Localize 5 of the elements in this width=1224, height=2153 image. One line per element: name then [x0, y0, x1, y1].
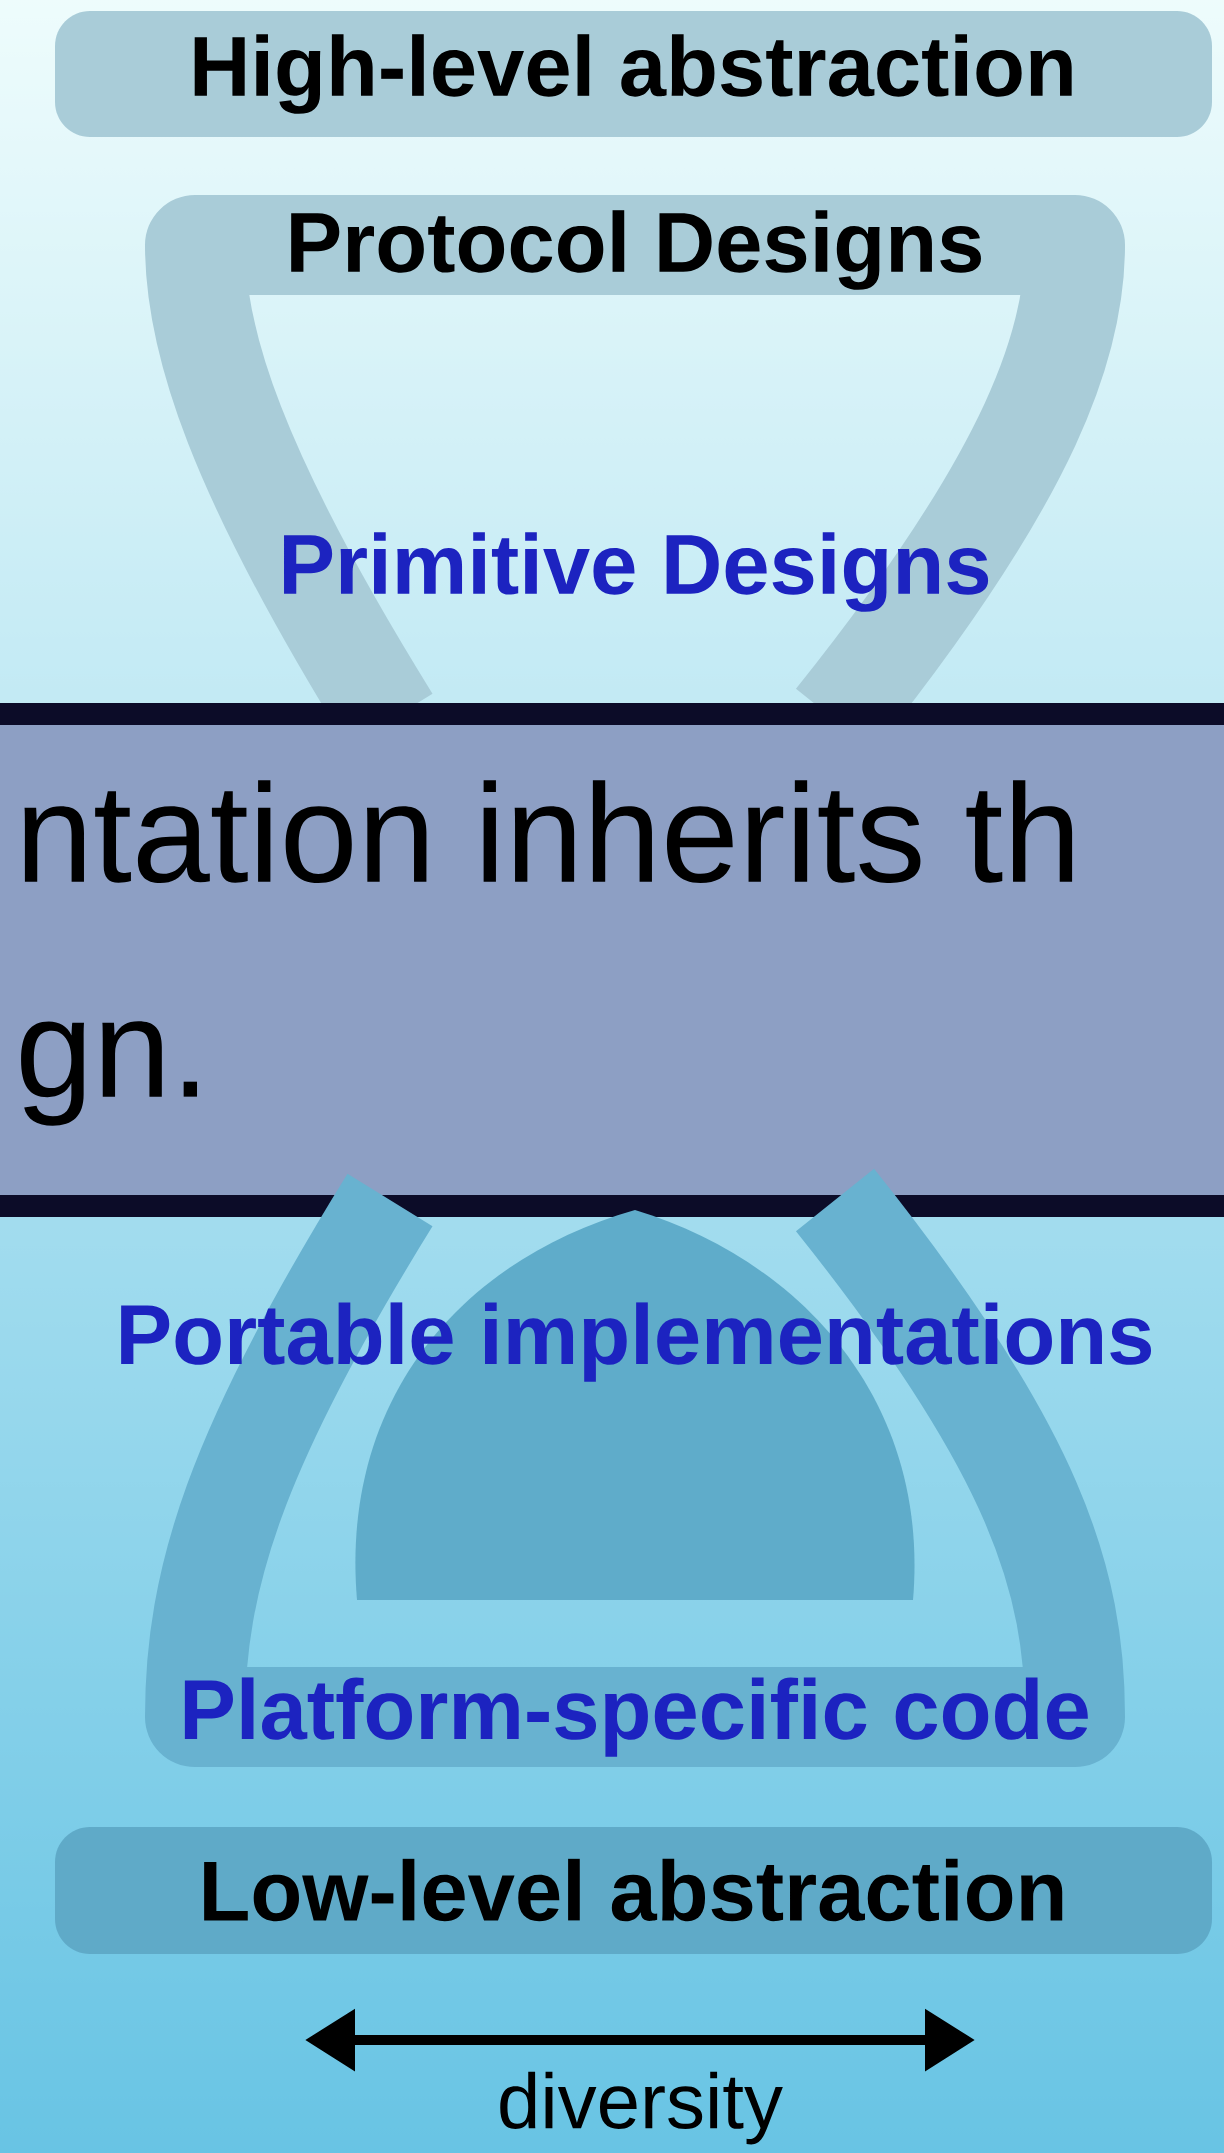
level-band: Low-level abstraction: [55, 1827, 1212, 1955]
banner: ntation inherits th gn.: [0, 703, 1224, 1217]
level-band: High-level abstraction: [55, 11, 1212, 137]
axis-label: diversity: [500, 2071, 783, 2145]
node-label: Platform-specific code: [184, 1677, 1088, 1757]
